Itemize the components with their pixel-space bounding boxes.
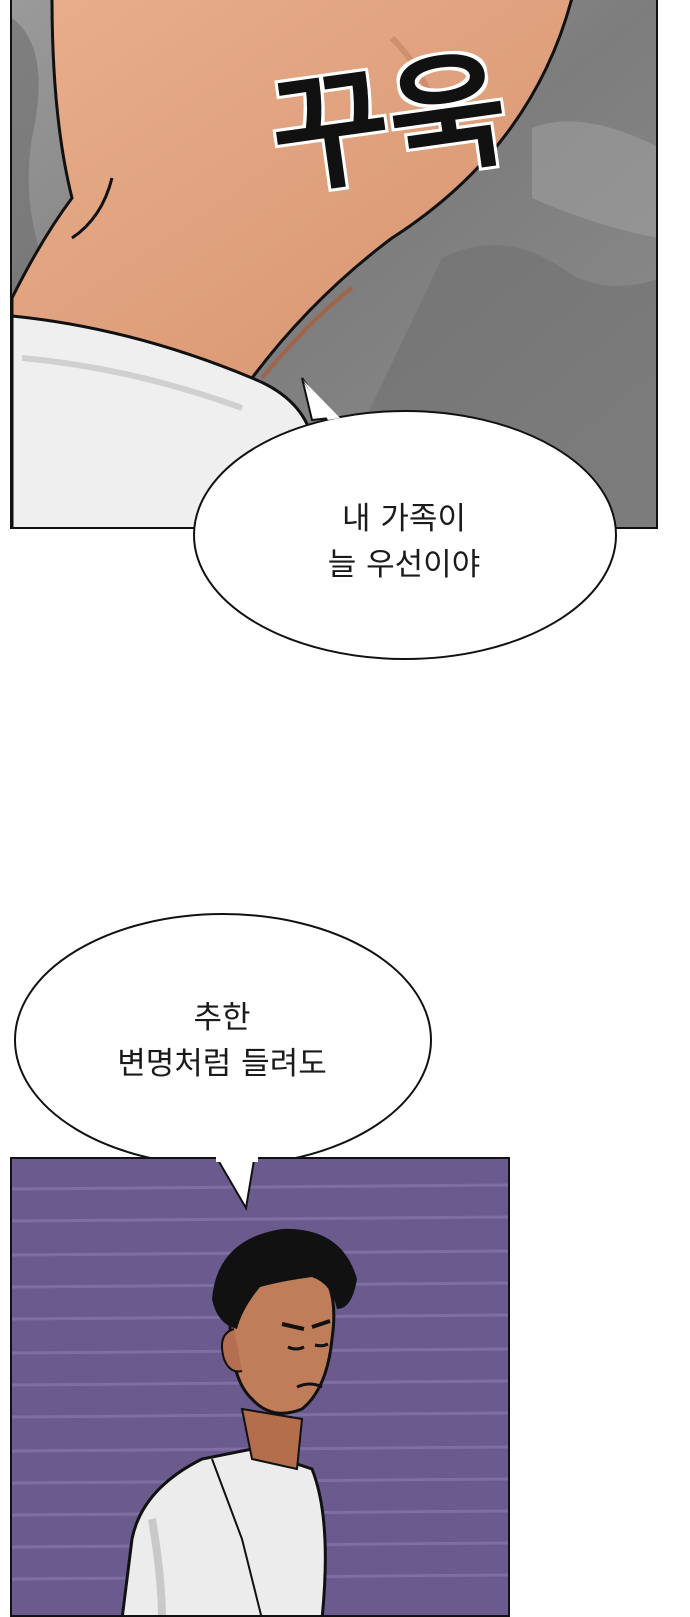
comic-panel-bottom	[10, 1157, 510, 1617]
man-in-coat-art	[12, 1159, 508, 1615]
white-coat	[120, 1447, 327, 1615]
man-hair	[212, 1228, 357, 1329]
sfx-text: 꾸욱	[262, 33, 517, 215]
speech-bubble-1-text: 내 가족이 늘 우선이야	[327, 501, 481, 583]
speech-bubble-2-text: 추한 변명처럼 들려도	[117, 1000, 327, 1082]
